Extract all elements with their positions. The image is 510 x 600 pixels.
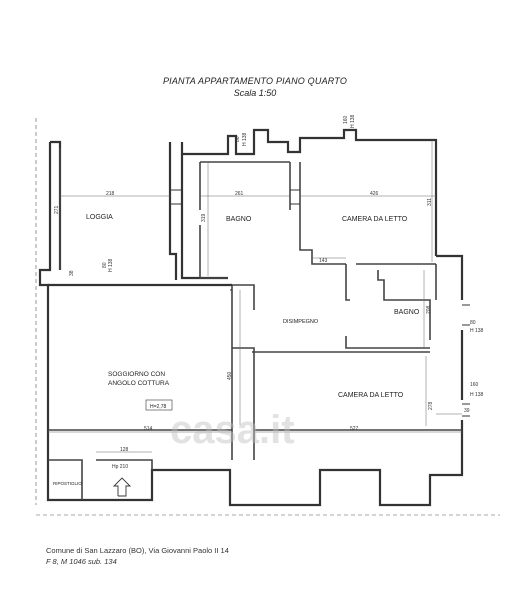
dim-80-a: 80 bbox=[235, 136, 241, 142]
dim-319: 319 bbox=[201, 213, 207, 222]
dim-38: 38 bbox=[69, 270, 75, 276]
dim-208: 208 bbox=[426, 305, 432, 314]
dim-128: 128 bbox=[120, 447, 129, 453]
room-label-soggiorno-1: SOGGIORNO CON bbox=[108, 371, 165, 378]
plan-scale: Scala 1:50 bbox=[233, 88, 277, 98]
dim-160-a: 160 bbox=[343, 115, 349, 124]
dim-261: 261 bbox=[235, 191, 244, 197]
dim-160-b: 160 bbox=[470, 382, 479, 388]
dim-271: 271 bbox=[54, 205, 60, 214]
dim-218: 218 bbox=[106, 191, 115, 197]
room-label-camera-2: CAMERA DA LETTO bbox=[338, 392, 404, 399]
window-marks bbox=[170, 189, 470, 417]
footer-cadastral: F 8, M 1046 sub. 134 bbox=[46, 557, 117, 566]
room-label-bagno: BAGNO bbox=[226, 216, 252, 223]
door-height-hp: Hp 210 bbox=[112, 464, 128, 470]
dim-80-b: 80 bbox=[102, 262, 108, 268]
dim-143: 143 bbox=[319, 258, 328, 264]
dim-450: 450 bbox=[227, 371, 233, 380]
room-label-bagno-2: BAGNO bbox=[394, 309, 420, 316]
interior-walls bbox=[48, 161, 462, 500]
border-lines bbox=[35, 118, 500, 516]
dim-278: 278 bbox=[428, 401, 434, 410]
footer-address: Comune di San Lazzaro (BO), Via Giovanni… bbox=[46, 546, 229, 555]
height-badge: H=2,78 bbox=[150, 404, 166, 410]
h138-b: H 138 bbox=[350, 114, 356, 128]
room-label-camera: CAMERA DA LETTO bbox=[342, 216, 408, 223]
room-label-ripostiglio: RIPOSTIGLIO bbox=[53, 481, 82, 486]
room-label-disimpegno: DISIMPEGNO bbox=[283, 319, 319, 325]
entrance-arrow-icon bbox=[112, 477, 132, 497]
height-badge-box bbox=[145, 399, 173, 411]
plan-title: PIANTA APPARTAMENTO PIANO QUARTO bbox=[162, 76, 348, 86]
dim-527: 527 bbox=[350, 426, 359, 432]
dim-80-c: 80 bbox=[470, 320, 476, 326]
dim-514: 514 bbox=[144, 426, 153, 432]
dim-39: 39 bbox=[464, 408, 470, 414]
watermark: casa.it bbox=[170, 408, 295, 452]
dim-426: 426 bbox=[370, 191, 379, 197]
h138-e: H 138 bbox=[470, 392, 484, 398]
room-label-soggiorno-2: ANGOLO COTTURA bbox=[108, 380, 170, 387]
dim-311: 311 bbox=[427, 198, 433, 206]
h138-c: H 138 bbox=[108, 258, 114, 272]
dimension-lines bbox=[48, 140, 462, 453]
h138-a: H 138 bbox=[242, 132, 248, 146]
h138-d: H 138 bbox=[470, 328, 484, 334]
room-label-loggia: LOGGIA bbox=[86, 214, 113, 221]
